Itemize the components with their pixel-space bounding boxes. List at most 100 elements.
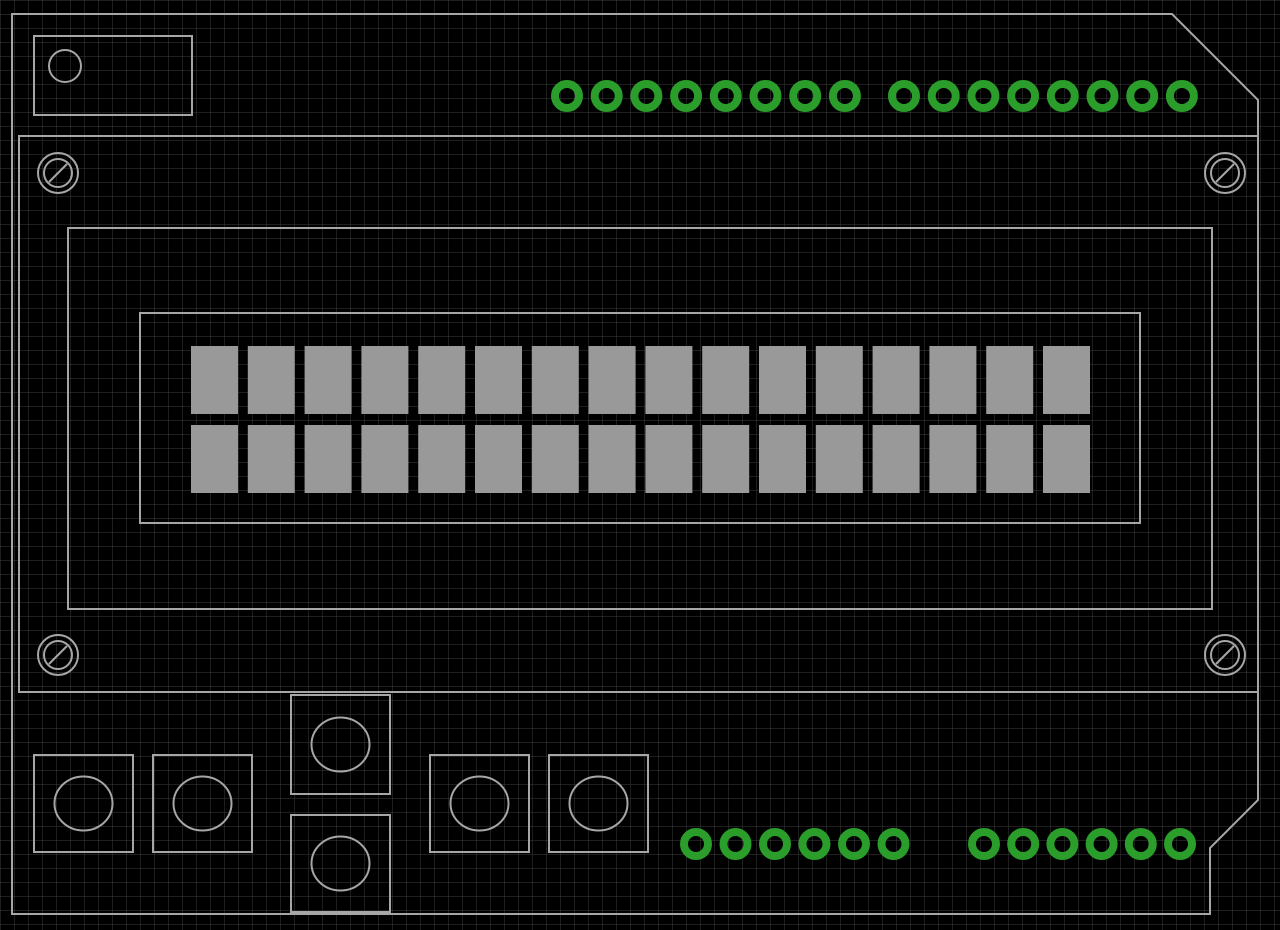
mounting-hole-outer (1204, 634, 1246, 676)
header-pin-pad (877, 828, 910, 860)
mounting-holes-group (37, 152, 1246, 676)
lcd-char-cell (418, 346, 466, 414)
lcd-char-cell (1043, 346, 1090, 414)
pushbutton-actuator (568, 775, 629, 832)
lcd-char-cell (929, 346, 977, 414)
header-pin-pad (670, 80, 703, 112)
mounting-hole-inner (43, 640, 73, 670)
lcd-display-window (139, 312, 1141, 524)
lcd-char-cell (645, 425, 693, 493)
lcd-char-cell (929, 425, 977, 493)
header-pin-pad (927, 80, 960, 112)
header-pin-pad (888, 80, 920, 112)
lcd-char-cell (475, 346, 522, 414)
header-pin-pad (828, 80, 861, 112)
header-pin-pad (1086, 80, 1119, 112)
pushbutton-footprint (548, 754, 649, 853)
lcd-char-cell (645, 346, 693, 414)
lcd-char-cell (872, 346, 920, 414)
lcd-char-cell (986, 346, 1034, 414)
lcd-char-cell (588, 346, 636, 414)
lcd-char-cell (191, 346, 238, 414)
header-pin-pad (590, 80, 623, 112)
lcd-char-cell (304, 425, 352, 493)
lcd-char-cell (475, 425, 522, 493)
header-pin-pad (709, 80, 742, 112)
header-pin-pad (798, 828, 831, 860)
lcd-char-cell (759, 346, 806, 414)
lcd-char-cell (759, 425, 806, 493)
header-pin-pad (680, 828, 712, 860)
top-left-component-hole (48, 49, 82, 83)
pushbutton-outline (290, 694, 391, 795)
header-pin-pad (630, 80, 663, 112)
lcd-char-cell (418, 425, 466, 493)
pushbutton-actuator (310, 835, 371, 892)
mounting-hole (1204, 634, 1246, 676)
pushbutton-outline (548, 754, 649, 853)
header-pin-pad (551, 80, 583, 112)
mounting-hole-slash (1215, 163, 1235, 183)
header-pin-pad (838, 828, 870, 860)
header-pin-pad (968, 828, 1000, 860)
mounting-hole-outer (37, 634, 79, 676)
lcd-char-cell (304, 346, 352, 414)
lcd-char-cell (247, 425, 295, 493)
mounting-hole (37, 634, 79, 676)
header-pin-pad (749, 80, 782, 112)
lcd-char-cell (1043, 425, 1090, 493)
lcd-bezel-outline (67, 227, 1213, 610)
pushbutton-outline (429, 754, 530, 853)
lcd-char-cell (361, 425, 409, 493)
pushbutton-outline (152, 754, 253, 853)
pushbutton-footprint (290, 814, 391, 913)
lcd-char-cell (702, 346, 750, 414)
lcd-module-outline (18, 135, 1259, 693)
lcd-char-cell (531, 346, 579, 414)
pushbutton-actuator (53, 775, 114, 832)
lcd-char-cell (361, 346, 409, 414)
board-outline (11, 13, 1259, 915)
header-pin-pad (719, 828, 752, 860)
mounting-hole-slash (48, 645, 68, 665)
header-pin-pad (789, 80, 822, 112)
lcd-char-cell (815, 346, 863, 414)
header-pin-pad (1126, 80, 1159, 112)
pushbutton-footprint (429, 754, 530, 853)
header-pin-pad (759, 828, 791, 860)
lcd-char-cell (986, 425, 1034, 493)
pushbutton-outline (290, 814, 391, 913)
lcd-char-cell (872, 425, 920, 493)
mounting-hole-inner (43, 158, 73, 188)
header-pads-group (551, 80, 1198, 860)
pushbutton-actuator (172, 775, 233, 832)
pushbutton-footprint (152, 754, 253, 853)
mounting-hole (1204, 152, 1246, 194)
pushbutton-actuator (449, 775, 510, 832)
lcd-char-cell (815, 425, 863, 493)
header-pin-pad (1046, 828, 1079, 860)
pushbutton-outline (33, 754, 134, 853)
mounting-hole-inner (1210, 158, 1240, 188)
pushbutton-footprint (33, 754, 134, 853)
mounting-hole-inner (1210, 640, 1240, 670)
header-pin-pad (1007, 80, 1040, 112)
mounting-hole-outer (37, 152, 79, 194)
pushbutton-footprint (290, 694, 391, 795)
lcd-char-cell (702, 425, 750, 493)
mounting-hole-outer (1204, 152, 1246, 194)
header-pin-pad (1046, 80, 1079, 112)
button-footprints-group (33, 694, 649, 913)
header-pin-pad (1085, 828, 1118, 860)
lcd-char-cell (191, 425, 238, 493)
lcd-character-grid (191, 346, 1090, 493)
mounting-hole-slash (1215, 645, 1235, 665)
header-pin-pad (1164, 828, 1196, 860)
mounting-hole (37, 152, 79, 194)
lcd-char-cell (531, 425, 579, 493)
header-pin-pad (1007, 828, 1040, 860)
header-pin-pad (1124, 828, 1157, 860)
lcd-char-cell (247, 346, 295, 414)
mounting-hole-slash (48, 163, 68, 183)
